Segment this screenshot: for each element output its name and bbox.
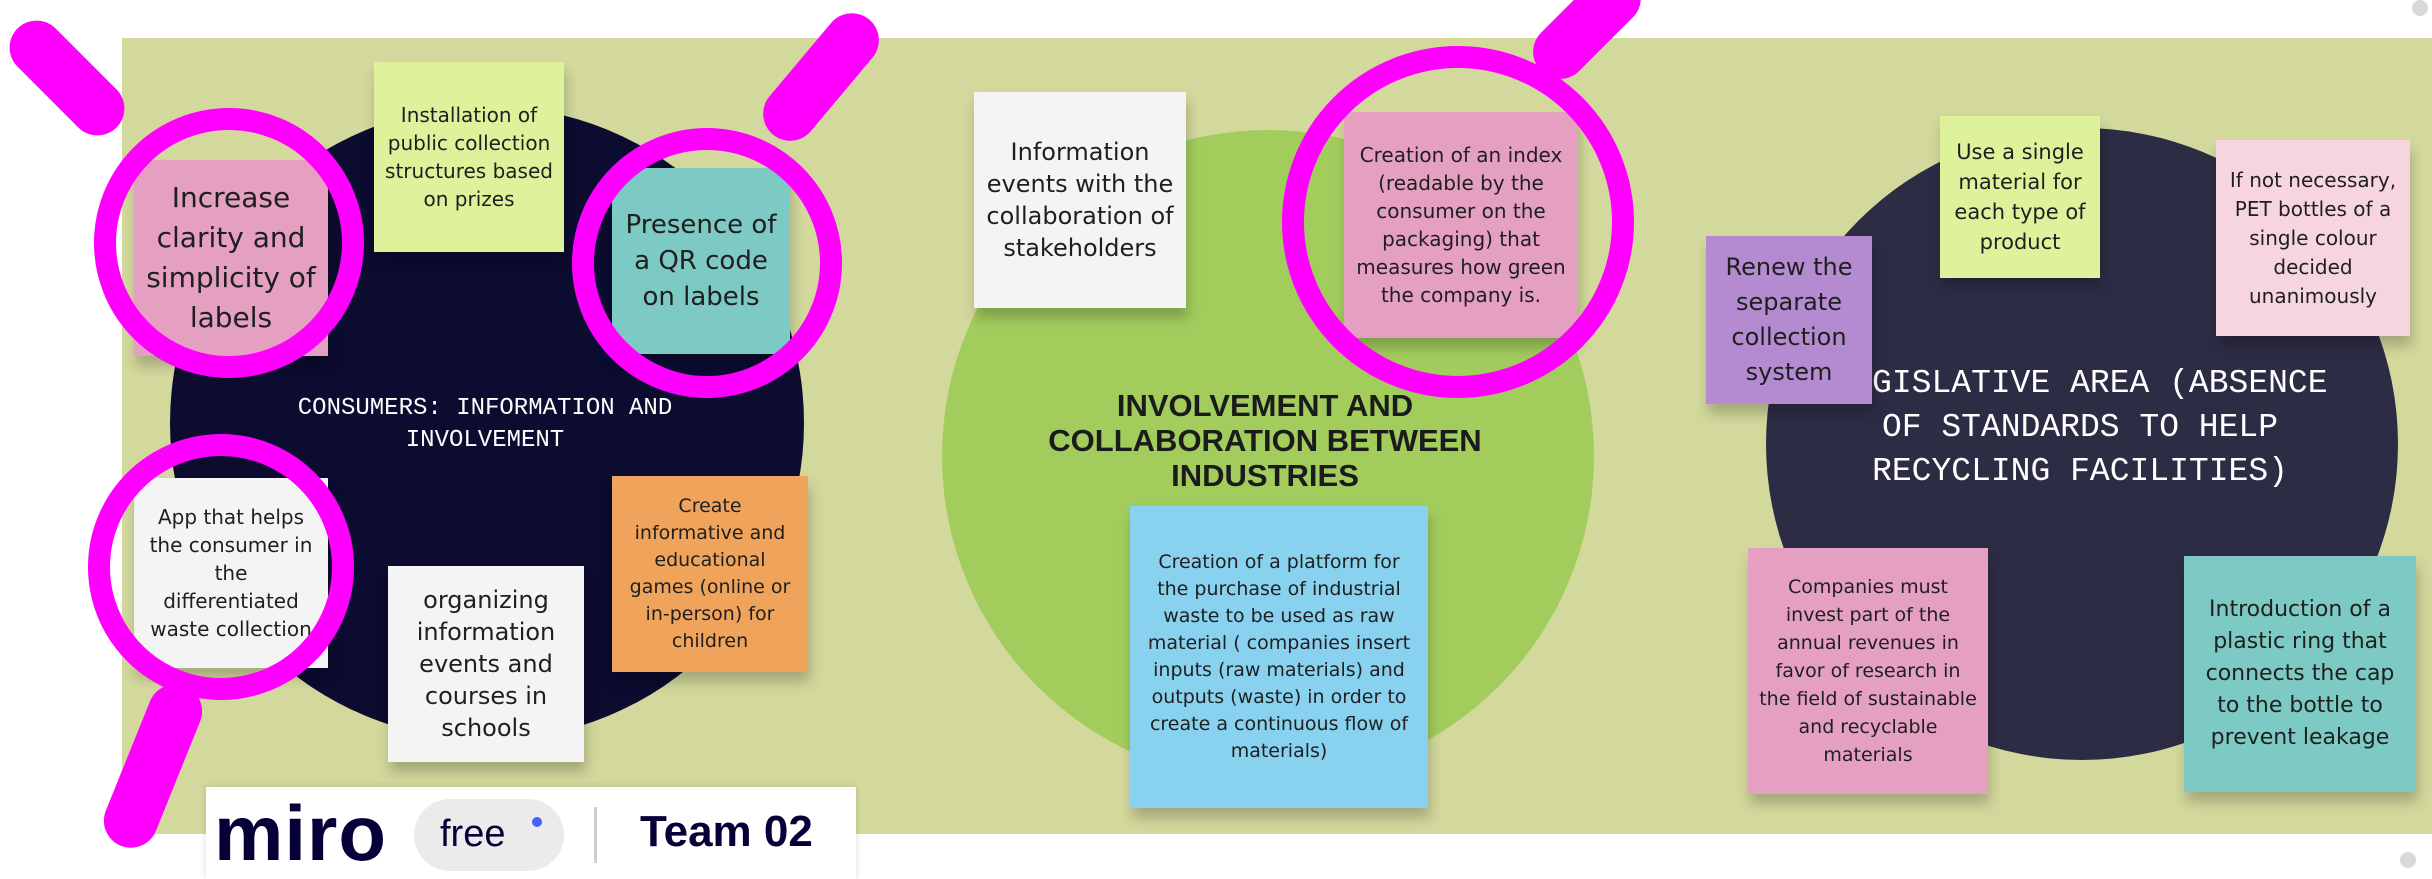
sticky-note-text: Create informative and educational games… xyxy=(629,495,791,652)
sticky-note-text: Installation of public collection struct… xyxy=(385,103,553,211)
sticky-note-text: Renew the separate collection system xyxy=(1725,253,1853,386)
miro-logo: miro xyxy=(214,789,388,877)
sticky-note-text: Companies must invest part of the annual… xyxy=(1759,576,1977,766)
miro-watermark: miro free Team 02 xyxy=(206,787,856,879)
sticky-note-info-events-stakeholders[interactable]: Information events with the collaboratio… xyxy=(974,92,1186,308)
consumers-cluster-title: CONSUMERS: INFORMATION AND INVOLVEMENT xyxy=(297,395,673,454)
industries-cluster-title: INVOLVEMENT AND COLLABORATION BETWEEN IN… xyxy=(1048,388,1482,493)
plan-badge-dot xyxy=(532,817,542,827)
sticky-note-educational-games[interactable]: Create informative and educational games… xyxy=(612,476,808,672)
sticky-note-waste-platform[interactable]: Creation of a platform for the purchase … xyxy=(1130,506,1428,808)
canvas-corner-marker xyxy=(2412,0,2428,16)
legislative-cluster-title: LEGISLATIVE AREA (ABSENCE OF STANDARDS T… xyxy=(1832,365,2328,490)
sticky-note-organizing-events[interactable]: organizing information events and course… xyxy=(388,566,584,762)
team-name: Team 02 xyxy=(640,807,813,856)
sticky-note-text: Use a single material for each type of p… xyxy=(1954,140,2086,254)
watermark-divider xyxy=(594,807,597,863)
sticky-note-text: If not necessary, PET bottles of a singl… xyxy=(2229,167,2397,308)
sticky-note-single-material[interactable]: Use a single material for each type of p… xyxy=(1940,116,2100,278)
sticky-note-text: organizing information events and course… xyxy=(416,586,556,742)
sticky-note-text: Introduction of a plastic ring that conn… xyxy=(2205,597,2395,750)
sticky-note-invest-revenues[interactable]: Companies must invest part of the annual… xyxy=(1748,548,1988,794)
sticky-note-plastic-ring[interactable]: Introduction of a plastic ring that conn… xyxy=(2184,556,2416,792)
sticky-note-text: Creation of a platform for the purchase … xyxy=(1147,551,1411,762)
plan-badge-label: free xyxy=(440,813,506,855)
sticky-note-text: Information events with the collaboratio… xyxy=(986,138,1174,262)
sticky-note-pet-bottles[interactable]: If not necessary, PET bottles of a singl… xyxy=(2216,140,2410,336)
sticky-note-renew-collection[interactable]: Renew the separate collection system xyxy=(1706,236,1872,404)
plan-badge: free xyxy=(414,799,564,871)
sticky-note-public-collection[interactable]: Installation of public collection struct… xyxy=(374,62,564,252)
canvas-corner-marker xyxy=(2400,852,2416,868)
